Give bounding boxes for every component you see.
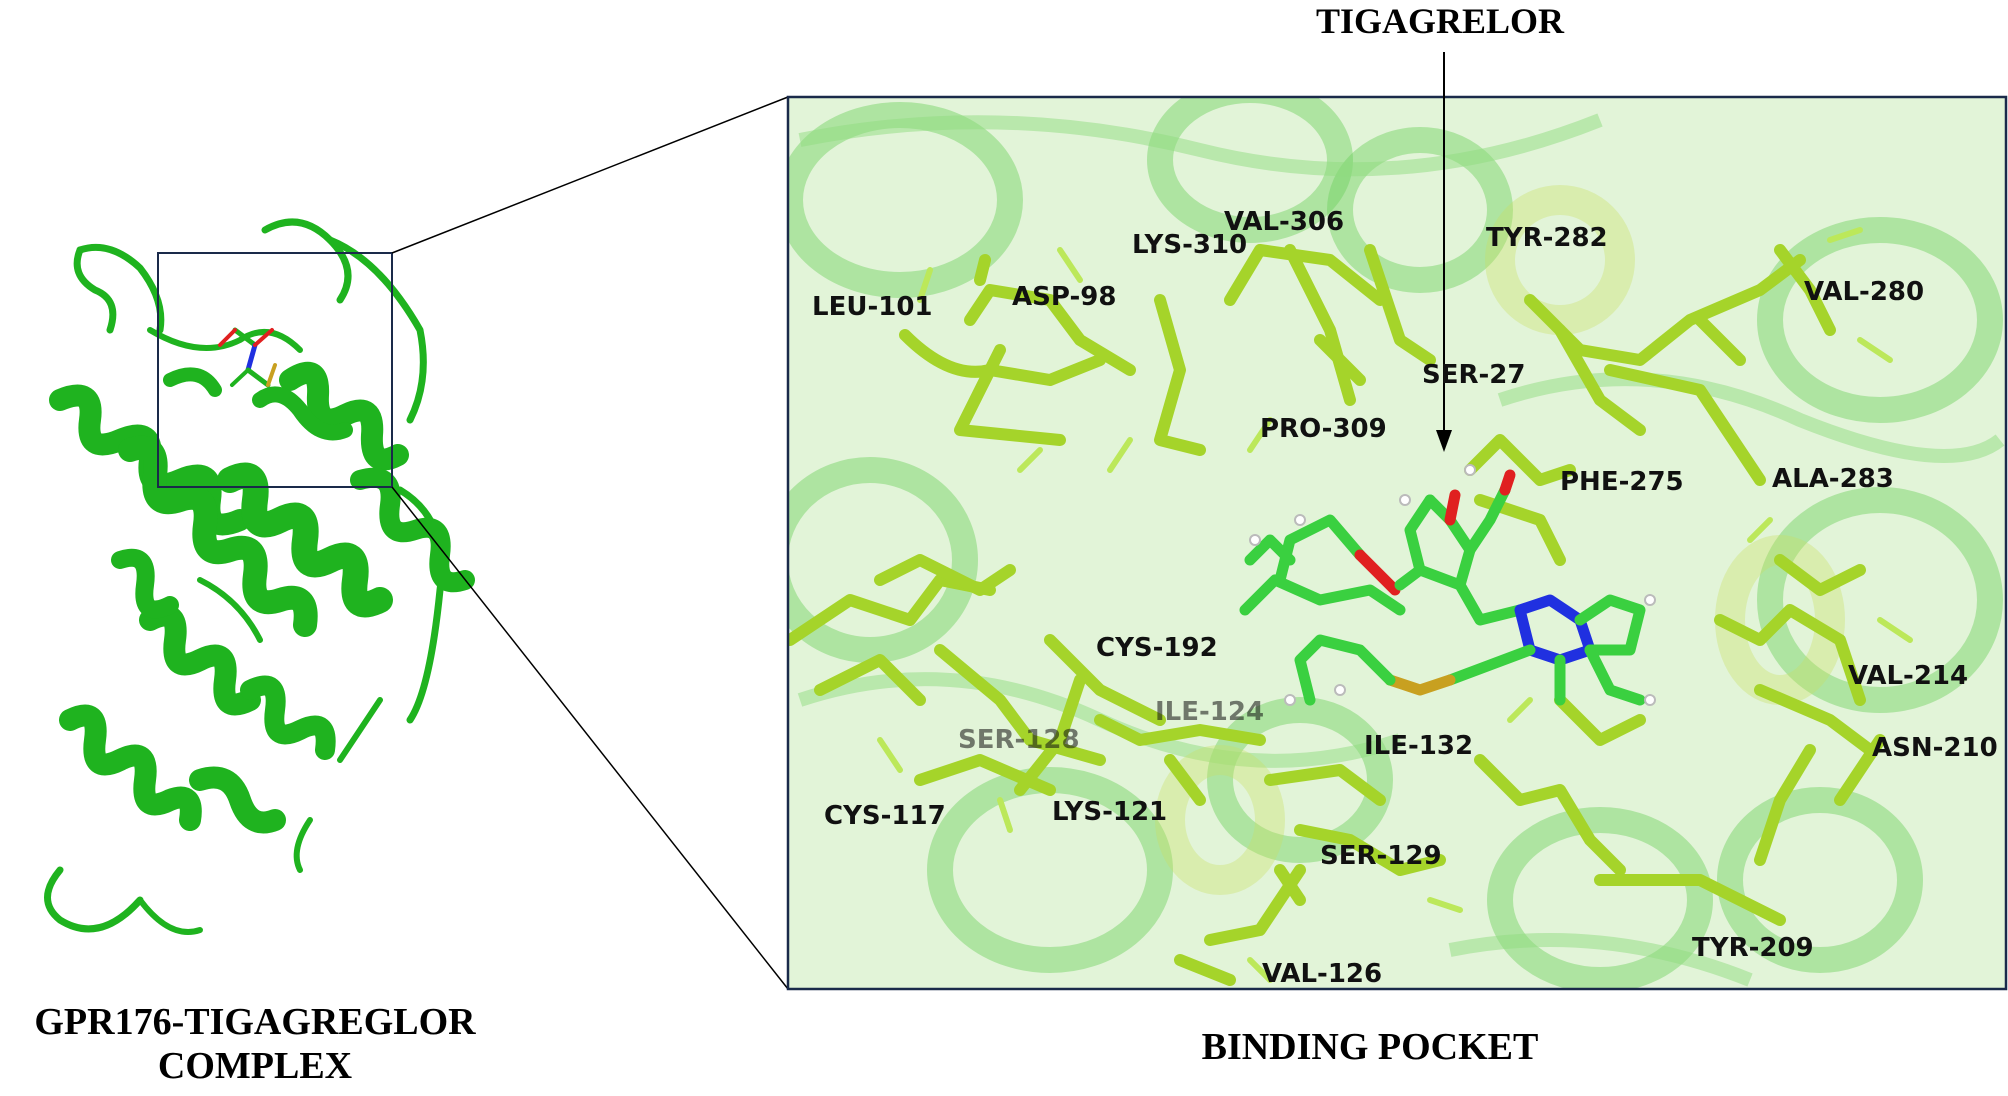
binding-pocket-view (788, 97, 2006, 989)
residue-label: VAL-306 (1224, 207, 1344, 237)
zoom-line-top (391, 96, 789, 254)
residue-label: VAL-214 (1848, 661, 1968, 691)
residue-label: PHE-275 (1560, 467, 1684, 497)
binding-pocket-frame (786, 95, 2008, 991)
residue-label: SER-129 (1320, 841, 1442, 871)
residue-labels: LEU-101 ASP-98 LYS-310 VAL-306 TYR-282 V… (812, 207, 1998, 989)
residue-label: LYS-121 (1052, 797, 1167, 827)
residue-label: SER-128 (958, 725, 1080, 755)
residue-label: CYS-192 (1096, 633, 1218, 663)
residue-label: ILE-132 (1364, 731, 1473, 761)
ligand-thumbnail (218, 327, 277, 388)
residue-label: TYR-209 (1692, 933, 1814, 963)
residue-label: ILE-124 (1155, 697, 1264, 727)
residue-label: ASN-210 (1872, 733, 1998, 763)
complex-caption-line2: COMPLEX (157, 1045, 353, 1087)
residue-label: LEU-101 (812, 292, 933, 322)
protein-cartoon (44, 218, 475, 935)
residue-label: ALA-283 (1772, 464, 1894, 494)
residue-label: ASP-98 (1012, 282, 1116, 312)
ligand-arrow-head (1436, 430, 1452, 452)
residue-label: VAL-126 (1262, 959, 1382, 989)
residue-label: SER-27 (1422, 360, 1525, 390)
complex-caption: GPR176-TIGAGREGLOR COMPLEX (0, 1000, 510, 1088)
zoom-line-bottom (391, 486, 789, 990)
inset-box (157, 252, 393, 488)
ligand-tigagrelor (1239, 469, 1646, 706)
complex-caption-line1: GPR176-TIGAGREGLOR (34, 1001, 476, 1043)
ligand-title: TIGAGRELOR (1315, 1, 1565, 41)
pocket-caption: BINDING POCKET (1201, 1026, 1539, 1068)
residue-label: VAL-280 (1804, 277, 1924, 307)
residue-label: TYR-282 (1486, 223, 1608, 253)
residue-label: CYS-117 (824, 801, 946, 831)
residue-label: PRO-309 (1260, 414, 1387, 444)
residue-label: LYS-310 (1132, 230, 1247, 260)
